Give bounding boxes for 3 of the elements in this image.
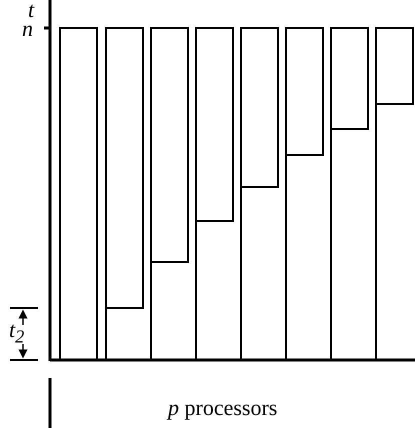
axis-tick-label: n bbox=[22, 19, 33, 38]
axis-label: t bbox=[28, 0, 34, 19]
dimension-label: t$_{2}$ bbox=[9, 320, 24, 346]
